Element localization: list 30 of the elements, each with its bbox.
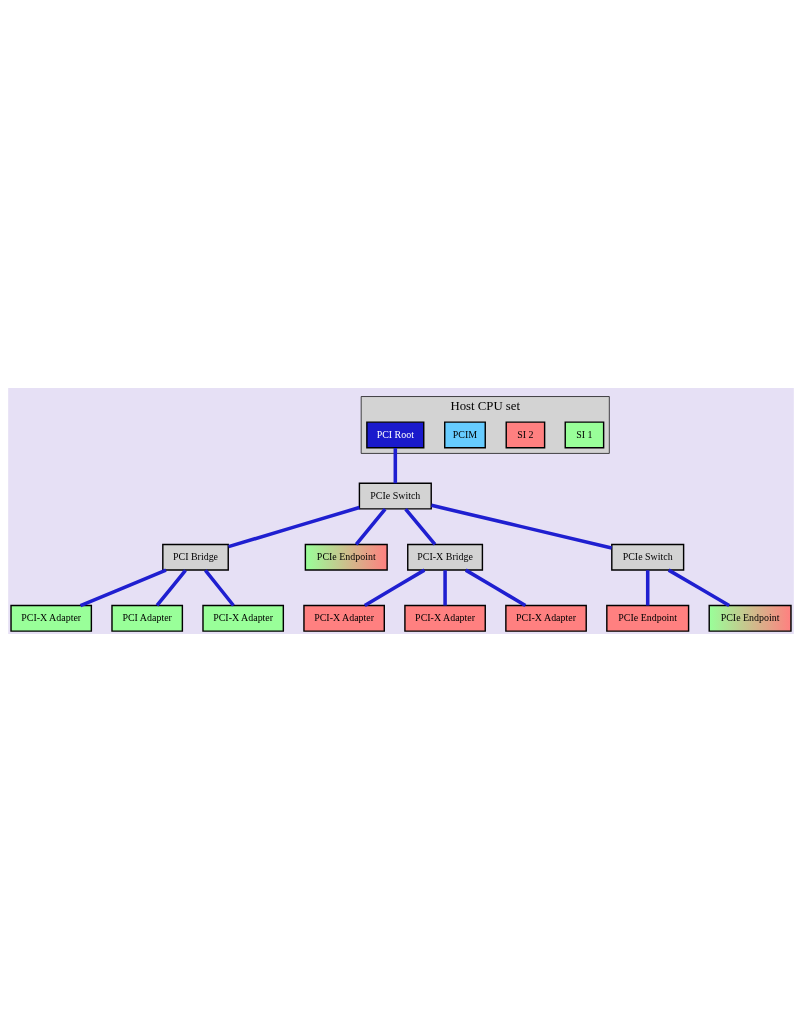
node-box: PCI-X Bridge	[407, 543, 484, 571]
connector	[155, 568, 187, 607]
node-box: PCIe Endpoint	[606, 604, 690, 632]
node-box: PCI-X Adapter	[202, 604, 285, 632]
connector	[228, 505, 360, 548]
node-box: PCI-X Adapter	[505, 604, 587, 632]
connector	[393, 447, 398, 483]
node-box: SI 2	[505, 420, 546, 448]
node-box: PCIe Endpoint	[708, 604, 792, 632]
connector	[431, 503, 612, 550]
connector	[354, 507, 387, 545]
connector	[464, 568, 527, 607]
connector	[404, 507, 437, 545]
node-box: PCI Bridge	[162, 543, 229, 571]
node-box: PCI-X Adapter	[10, 604, 93, 632]
node-box: PCI-X Adapter	[303, 604, 385, 632]
connector	[363, 568, 426, 607]
node-box: PCI-X Adapter	[404, 604, 486, 632]
connector	[645, 569, 650, 605]
node-box: PCIe Endpoint	[304, 543, 388, 571]
connector	[443, 569, 447, 605]
node-box: PCIe Switch	[358, 482, 432, 510]
node-box: PCIe Switch	[611, 543, 685, 571]
node-box: PCIM	[444, 420, 486, 448]
connector	[79, 568, 167, 607]
connector	[204, 568, 235, 607]
node-box: PCI Adapter	[111, 604, 184, 632]
node-box: PCI Root	[366, 420, 425, 448]
node-box: SI 1	[564, 420, 605, 448]
connector	[667, 568, 731, 607]
